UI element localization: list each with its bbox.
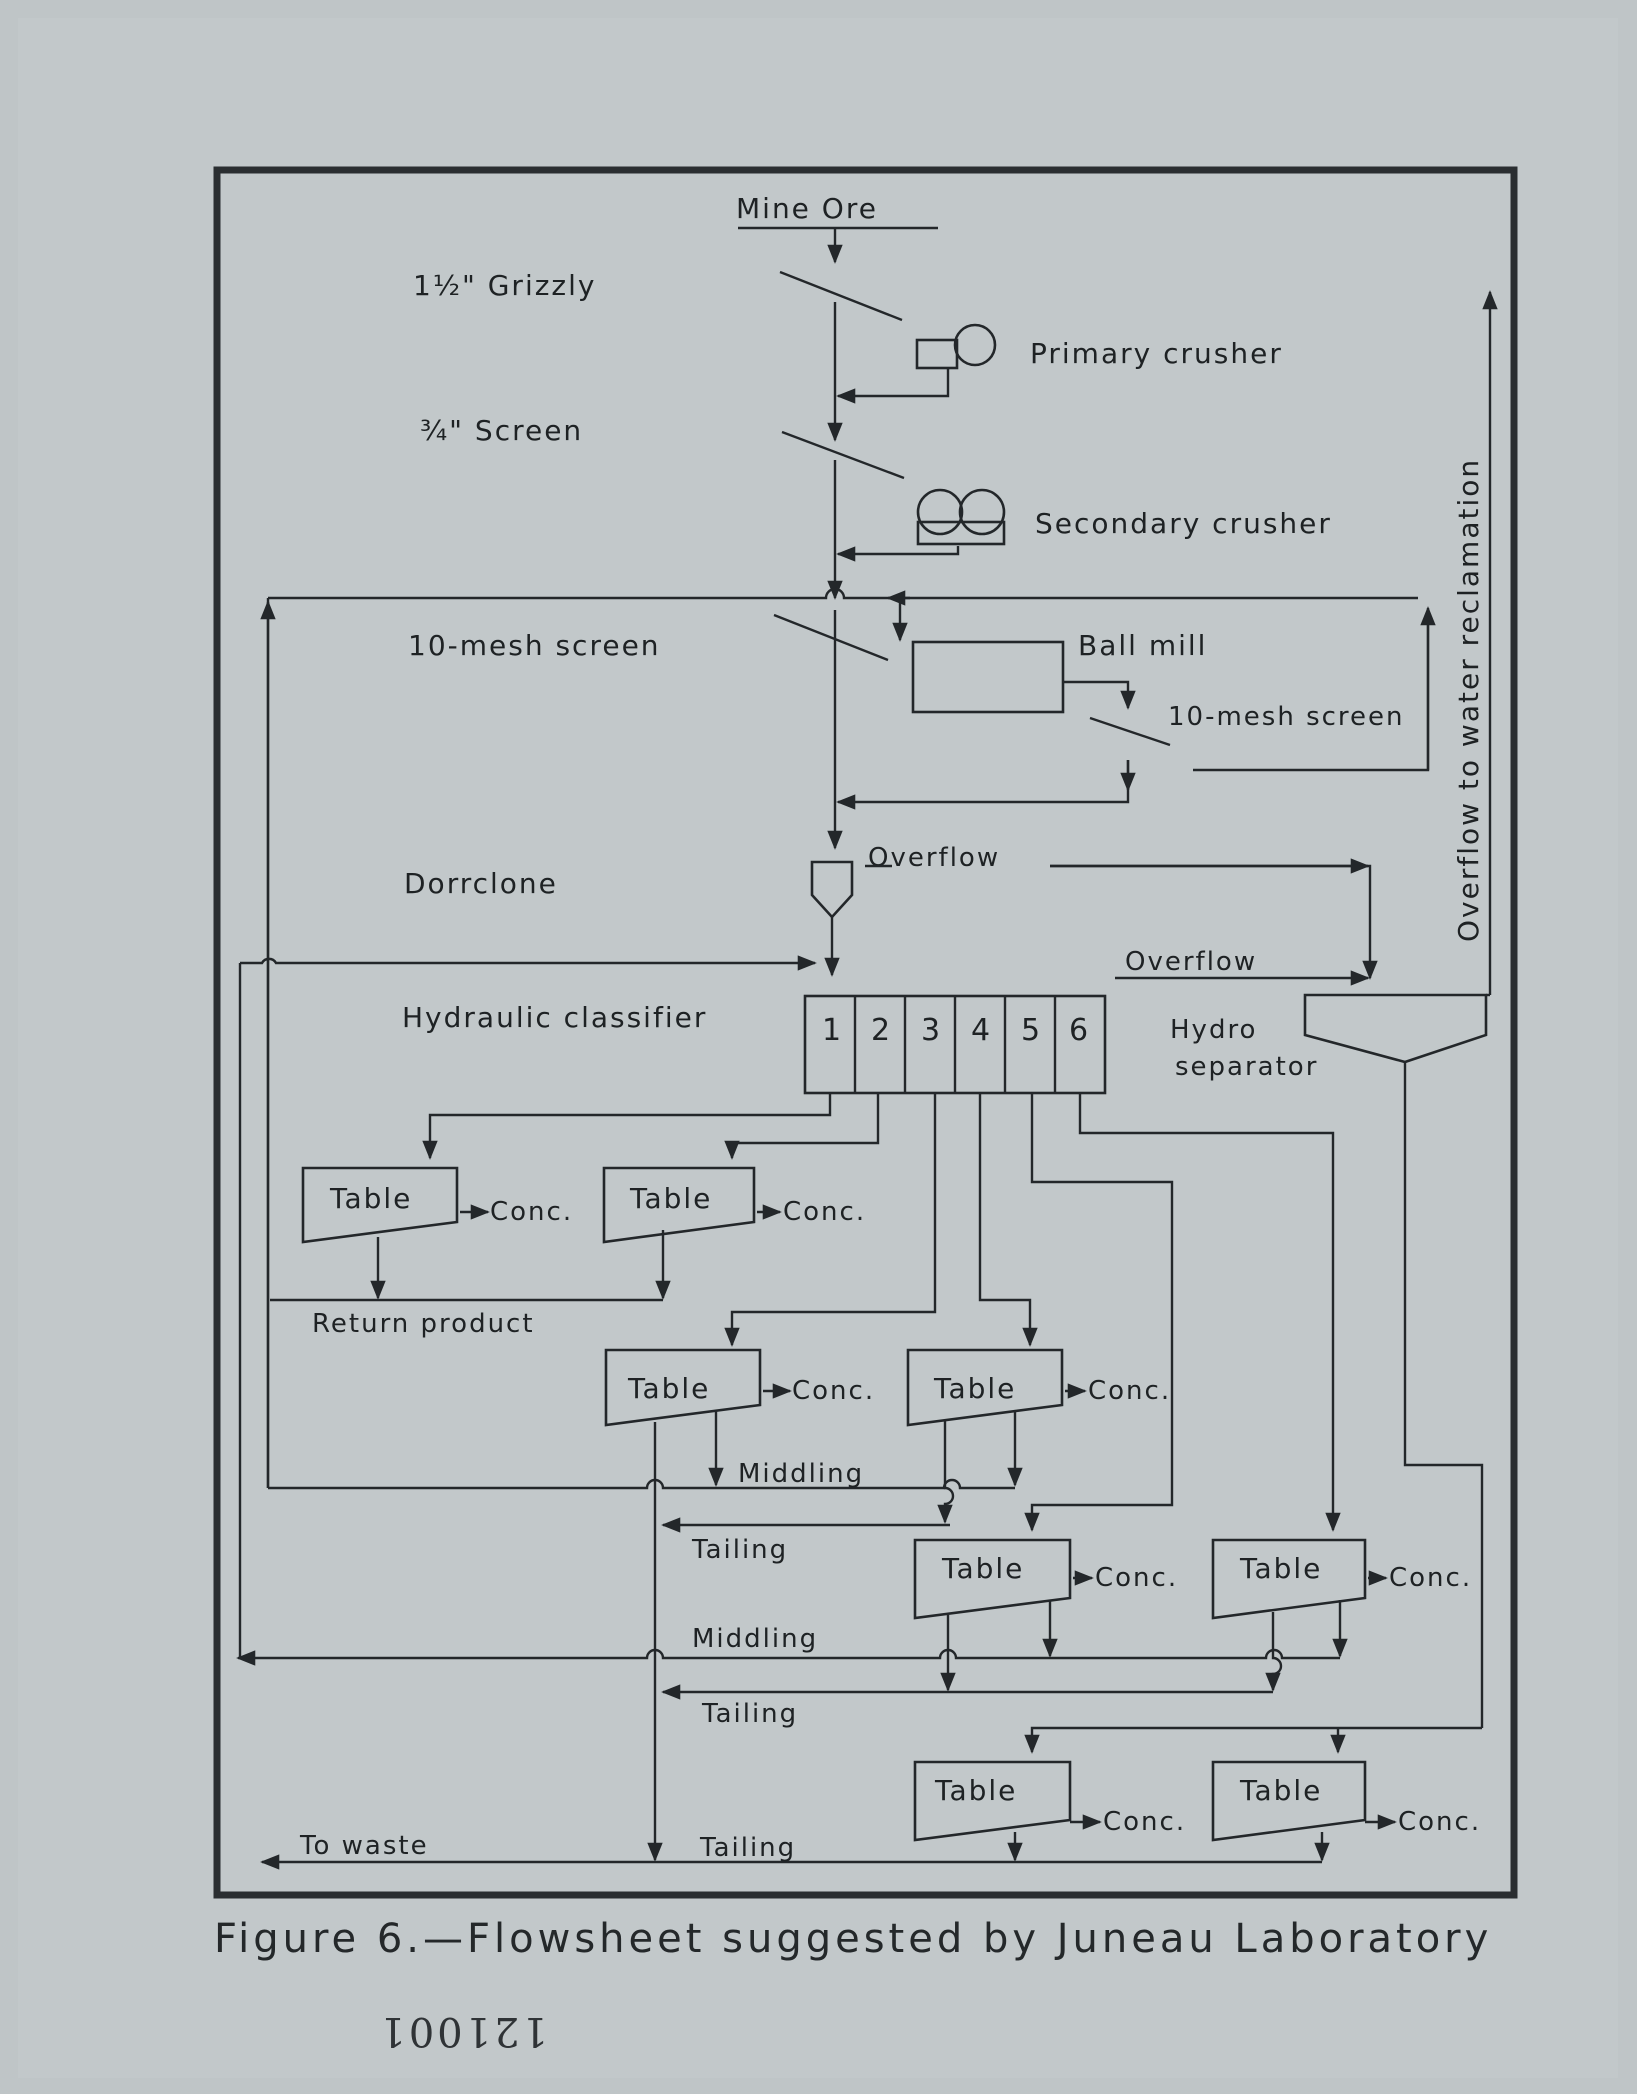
table-6-label: Table [1239,1552,1322,1585]
overflow-1-label: Overflow [868,843,1000,873]
primary-crusher-icon [953,323,997,367]
table-1-conc-label: Conc. [490,1197,573,1227]
table-7-conc-label: Conc. [1103,1807,1186,1837]
middling-recycle-to-classifier [240,955,817,971]
primary-crusher-return [836,368,950,404]
overflow-2-label: Overflow [1125,947,1257,977]
screen-34-label: ¾" Screen [420,414,583,447]
cell-3-feed [724,1093,937,1347]
middling-1-line [268,1478,1015,1490]
ball-mill-label: Ball mill [1078,629,1207,662]
middling-2-label: Middling [692,1624,818,1654]
table-4-conc-label: Conc. [1088,1376,1171,1406]
secondary-crusher-label: Secondary crusher [1035,507,1332,540]
screen-34-symbol [781,430,905,480]
ball-mill-symbol [911,640,1065,714]
classifier-cell-label: 1 [822,1013,841,1048]
table-4-label: Table [933,1372,1016,1405]
screen-2-oversize-line [1193,625,1430,772]
cell-1-feed [422,1093,832,1160]
table-6: Table Conc. [1211,1538,1472,1620]
dorrclone-symbol [810,860,854,919]
return-product-label: Return product [312,1309,535,1339]
table-6-symbol [1211,1538,1367,1620]
cell-4-feed [978,1093,1038,1347]
archive-number-stamp: 121001 [377,2008,548,2054]
diagram-frame [213,166,1518,1899]
table-8-label: Table [1239,1774,1322,1807]
table-2-label: Table [629,1182,712,1215]
hydro-separator-symbol [1303,993,1488,1064]
table-8: Table Conc. [1211,1760,1481,1842]
hydro-separator-label-1: Hydro [1170,1015,1257,1045]
table-5-symbol [913,1538,1072,1620]
table-2: Table Conc. [602,1166,866,1244]
dorrclone-label: Dorrclone [404,867,558,900]
primary-crusher-label: Primary crusher [1030,337,1283,370]
table-2-symbol [602,1166,756,1244]
tailing-2-label: Tailing [701,1699,798,1729]
classifier-cell-label: 4 [971,1013,990,1048]
grizzly-label: 1½" Grizzly [413,269,596,302]
mine-ore-label: Mine Ore [736,192,878,225]
primary-crusher-body [915,338,959,370]
table-3: Table Conc. [604,1348,875,1427]
table-4-tailing [937,1420,955,1524]
table-5-conc-label: Conc. [1095,1563,1178,1593]
top-recycle-line [268,587,1418,600]
table-8-symbol [1211,1760,1367,1842]
classifier-cell-label: 6 [1069,1013,1088,1048]
table-4: Table Conc. [906,1348,1171,1427]
table-7-label: Table [934,1774,1017,1807]
cell-5-feed [1024,1093,1174,1532]
table-2-conc-label: Conc. [783,1197,866,1227]
hydro-feed-table-7 [1024,1726,1482,1754]
hydraulic-classifier-symbol: 1 2 3 4 5 6 [803,994,1107,1095]
cell-6-feed [1078,1093,1341,1532]
table-1-symbol [301,1166,459,1244]
tailing-1-label: Tailing [691,1535,788,1565]
middling-1-label: Middling [738,1459,864,1489]
secondary-crusher-return [836,546,960,562]
table-1: Table Conc. [301,1166,573,1244]
classifier-cell-label: 2 [871,1013,890,1048]
ten-mesh-screen-1-label: 10-mesh screen [408,629,661,662]
secondary-crusher-roll-1 [916,488,964,536]
table-3-label: Table [627,1372,710,1405]
table-5: Table Conc. [913,1538,1178,1620]
hydraulic-classifier-label: Hydraulic classifier [402,1001,707,1034]
cell-2-feed [724,1093,880,1160]
table-6-tailing [1265,1612,1283,1692]
ten-mesh-screen-2-symbol [1089,716,1171,747]
grizzly-symbol [779,270,903,322]
table-3-symbol [604,1348,762,1427]
table-1-label: Table [329,1182,412,1215]
table-8-conc-label: Conc. [1398,1807,1481,1837]
ball-mill-discharge [1063,680,1136,710]
table-7-symbol [913,1760,1072,1842]
classifier-cell-label: 3 [921,1013,940,1048]
hydro-separator-label-2: separator [1175,1052,1318,1082]
figure-caption: Figure 6.—Flowsheet suggested by Juneau … [214,1916,1492,1962]
hydro-separator-underflow [1403,1062,1484,1728]
ten-mesh-screen-2-label: 10-mesh screen [1168,702,1405,732]
water-reclamation-label: Overflow to water reclamation [1452,458,1485,942]
screen-2-undersize-return [836,760,1130,810]
secondary-crusher-roll-2 [958,488,1006,536]
tailing-3-label: Tailing [699,1833,796,1863]
table-3-conc-label: Conc. [792,1376,875,1406]
table-7: Table Conc. [913,1760,1186,1842]
table-6-conc-label: Conc. [1389,1563,1472,1593]
ten-mesh-screen-1-symbol [773,613,889,662]
classifier-cell-label: 5 [1021,1013,1040,1048]
to-waste-label: To waste [299,1831,429,1861]
table-5-label: Table [941,1552,1024,1585]
table-4-symbol [906,1348,1064,1427]
